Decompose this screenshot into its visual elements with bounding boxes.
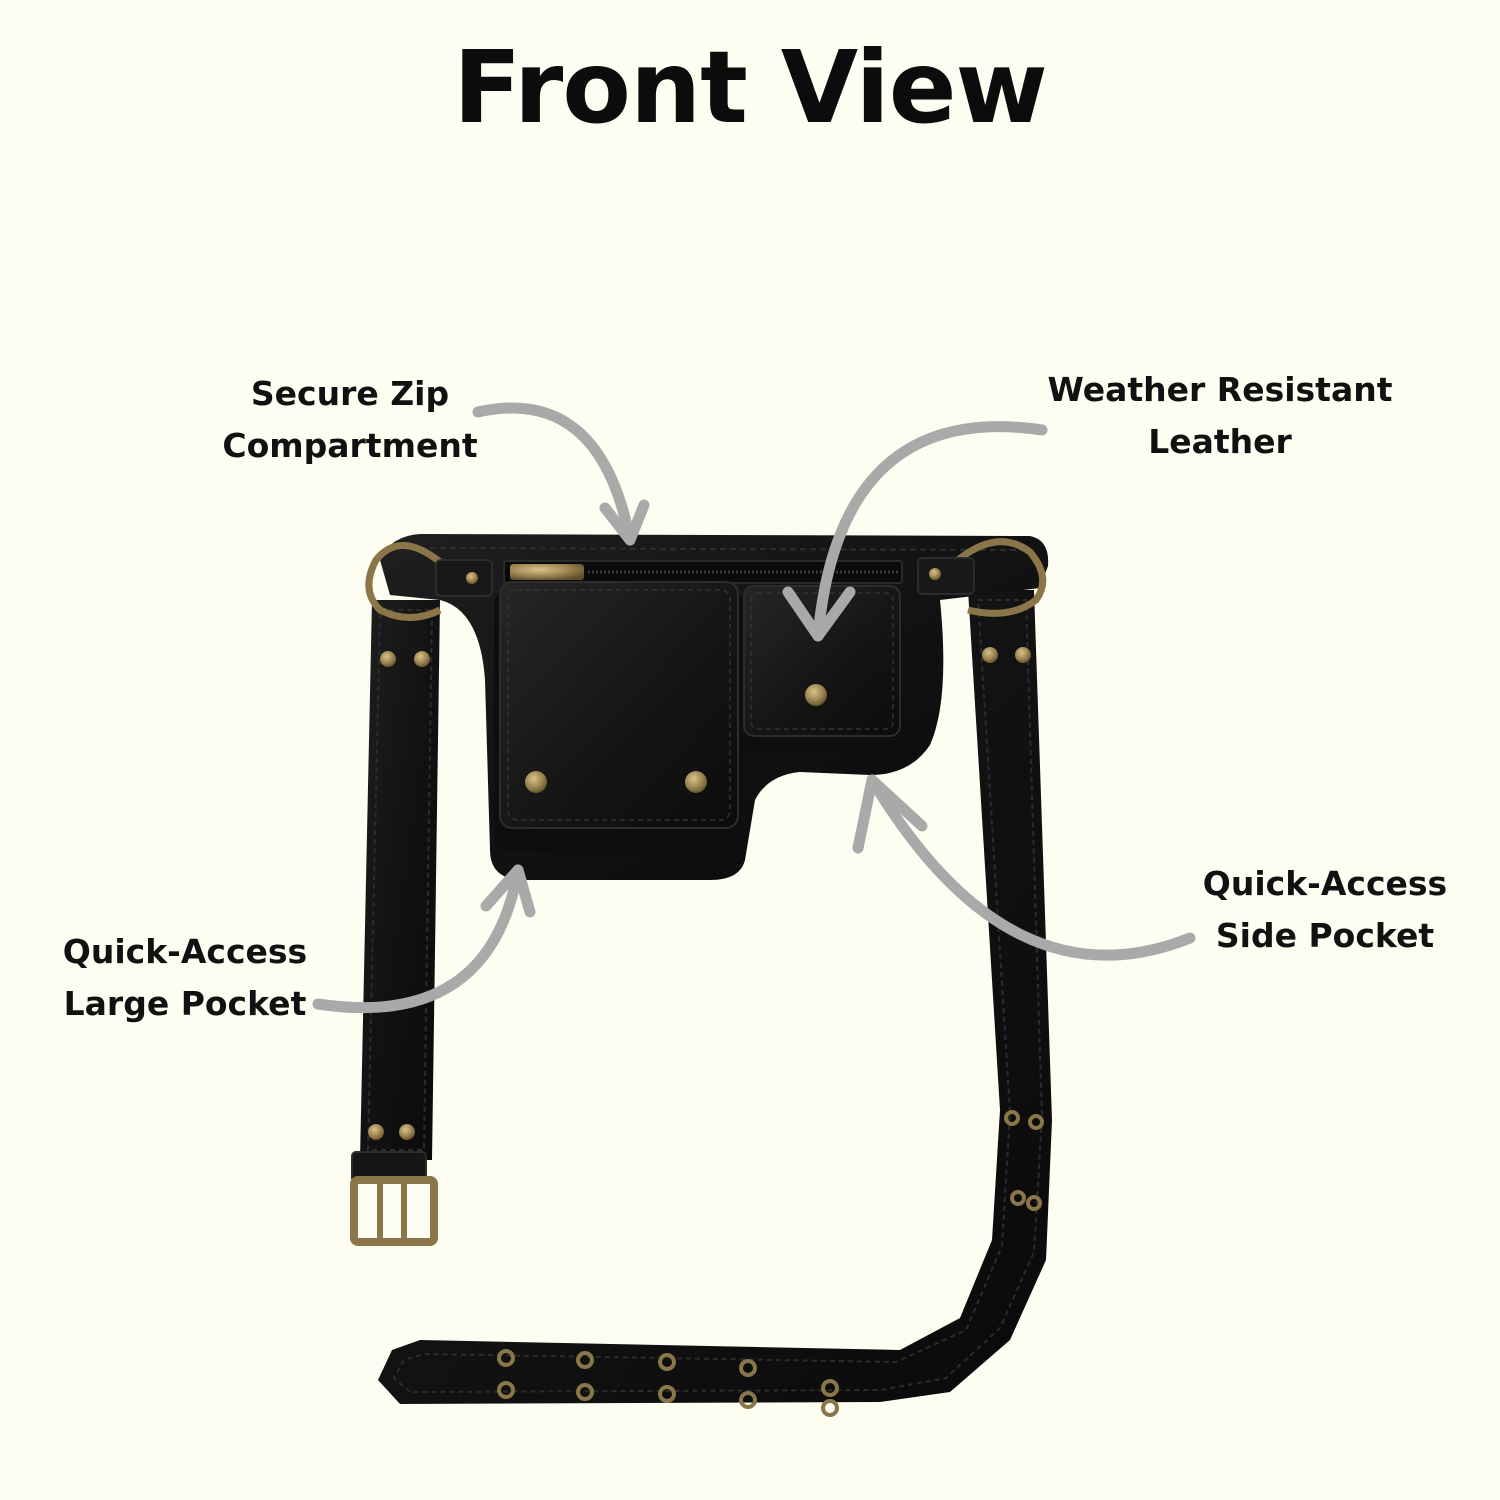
- right-strap: [378, 590, 1052, 1404]
- callout-line: Side Pocket: [1215, 916, 1435, 955]
- d-ring-left-icon: [365, 542, 443, 621]
- snap-button-icon: [685, 771, 707, 793]
- callout-side-pocket: Quick-Access Side Pocket: [1190, 858, 1460, 962]
- callout-line: Compartment: [222, 426, 478, 465]
- snap-button-icon: [525, 771, 547, 793]
- zipper: [503, 560, 903, 584]
- eyelets: [497, 1110, 1044, 1417]
- callout-line: Quick-Access: [1202, 864, 1448, 903]
- callout-weather-resistant: Weather Resistant Leather: [1020, 364, 1420, 468]
- d-ring-right-icon: [955, 538, 1047, 617]
- strap-tab-right: [917, 557, 975, 595]
- large-pocket: [494, 581, 742, 852]
- rivets: [368, 568, 1031, 1140]
- arrow-weather-icon: [782, 421, 1048, 642]
- arrow-side-pocket-icon: [852, 774, 1196, 961]
- arrow-zip-icon: [472, 402, 650, 546]
- callout-large-pocket: Quick-Access Large Pocket: [40, 926, 330, 1030]
- callout-line: Secure Zip: [250, 374, 450, 413]
- callout-line: Quick-Access: [62, 932, 308, 971]
- callout-line: Weather Resistant: [1047, 370, 1393, 409]
- callout-line: Leather: [1148, 422, 1292, 461]
- buckle-icon: [350, 1176, 438, 1246]
- arrow-large-pocket-icon: [312, 864, 536, 1013]
- left-strap: [350, 600, 440, 1246]
- page-title: Front View: [453, 29, 1048, 146]
- zipper-pull-icon: [510, 564, 584, 580]
- strap-tab-left: [435, 559, 493, 597]
- side-pocket: [740, 585, 902, 752]
- callout-secure-zip: Secure Zip Compartment: [190, 368, 510, 472]
- callout-arrows: [312, 402, 1196, 1013]
- snap-button-icon: [805, 684, 827, 706]
- callout-line: Large Pocket: [63, 984, 307, 1023]
